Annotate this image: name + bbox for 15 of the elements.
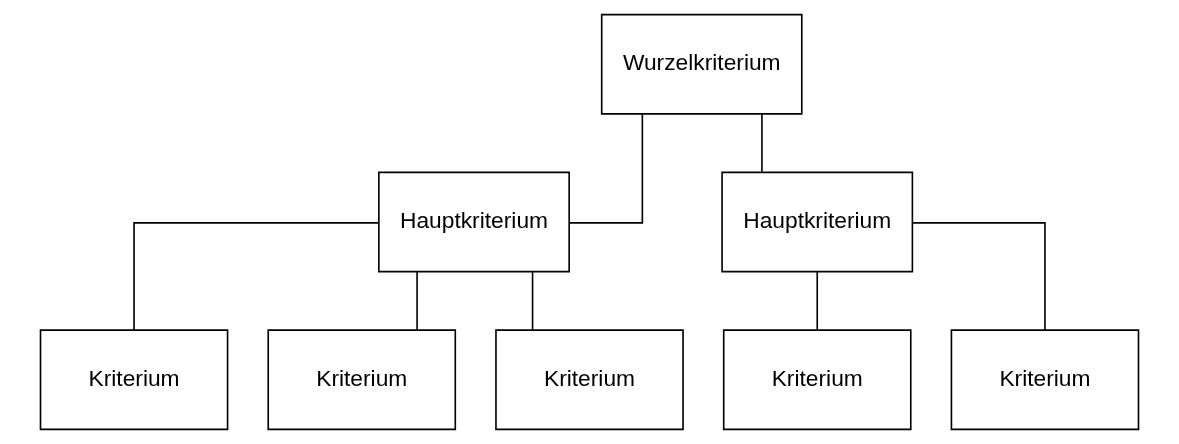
connector	[568, 113, 644, 224]
node-box: Hauptkriterium	[378, 171, 570, 273]
node-box: Kriterium	[39, 329, 229, 431]
node-box: Wurzelkriterium	[600, 13, 803, 115]
connector	[416, 271, 418, 331]
node-box: Kriterium	[495, 329, 684, 431]
node-box: Kriterium	[722, 329, 912, 431]
connector	[816, 271, 819, 331]
node-box: Kriterium	[950, 329, 1140, 431]
connector	[761, 113, 763, 173]
connector	[531, 271, 534, 331]
connector	[133, 222, 380, 331]
node-box: Kriterium	[267, 329, 457, 431]
connector	[911, 222, 1046, 331]
node-box: Hauptkriterium	[721, 171, 914, 273]
